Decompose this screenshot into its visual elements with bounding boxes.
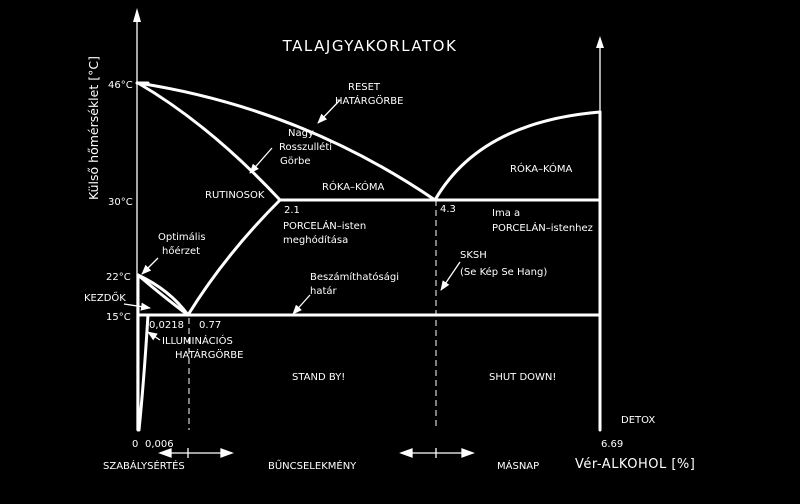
x-tick-21: 2.1: [284, 205, 300, 216]
phase-masnap: MÁSNAP: [497, 459, 539, 472]
illum-arrow: [147, 331, 161, 341]
sksh-arrow: [440, 261, 461, 291]
y-axis-label: Külső hőmérséklet [°C]: [86, 56, 101, 200]
region-roka-koma-right: RÓKA–KÓMA: [510, 162, 573, 175]
nagy-arrow: [249, 147, 273, 174]
label-sksh-1: SKSH: [460, 250, 487, 261]
right-arrow-icon: [596, 36, 604, 48]
label-reset-1: RESET: [348, 82, 381, 93]
x-tick-00218: 0,0218: [149, 320, 184, 331]
label-nagy-3: Görbe: [280, 156, 310, 167]
y-axis-arrow-icon: [133, 8, 141, 22]
region-porcelan-right-1: Ima a: [492, 208, 520, 219]
optimal-curve: [136, 273, 190, 317]
label-illum-2: HATÁRGÖRBE: [175, 348, 243, 361]
label-kezdok: KEZDŐK: [84, 290, 126, 304]
label-besz-1: Beszámíthatósági: [310, 271, 399, 283]
region-porcelan-left-2: meghódítása: [283, 234, 348, 246]
x-tick-0006: 0,006: [145, 439, 174, 450]
label-illum-1: ILLUMINÁCIÓS: [162, 334, 233, 347]
region-porcelan-right-2: PORCELÁN–istenhez: [492, 221, 593, 234]
region-rutinosok: RUTINOSOK: [205, 190, 265, 201]
bottom-left-arrow-left-icon: [158, 448, 172, 458]
x-axis-label: Vér-ALKOHOL [%]: [575, 457, 695, 472]
region-detox: DETOX: [621, 415, 655, 426]
diagram-title: TALAJGYAKORLATOK: [282, 37, 458, 55]
label-nagy-2: Rosszulléti: [279, 141, 332, 153]
label-reset-2: HATÁRGÖRBE: [335, 94, 403, 107]
bottom-left-arrow-right-icon: [220, 448, 234, 458]
bottom-mid-arrow-left-icon: [399, 448, 413, 458]
reset-boundary-curve: [136, 81, 437, 202]
label-opt-1: Optimális: [158, 231, 206, 243]
beszamithatosagi-curve: [186, 198, 282, 317]
besz-arrow: [292, 294, 311, 315]
x-tick-077: 0.77: [199, 320, 221, 331]
reset-arrow: [317, 99, 341, 124]
label-besz-2: határ: [310, 285, 338, 297]
region-shut-down: SHUT DOWN!: [489, 372, 556, 383]
bottom-mid-arrow-right-icon: [461, 448, 475, 458]
y-tick-15: 15°C: [106, 312, 131, 323]
label-opt-2: hőérzet: [162, 245, 200, 257]
region-porcelan-left-1: PORCELÁN–isten: [283, 219, 366, 232]
x-tick-669: 6.69: [601, 439, 623, 450]
phase-szabalysertes: SZABÁLYSÉRTÉS: [103, 459, 185, 472]
region-stand-by: STAND BY!: [292, 372, 345, 383]
nagy-rosszulleti-curve: [136, 81, 282, 202]
kezdok-curve: [136, 273, 190, 317]
x-tick-43: 4.3: [440, 204, 456, 215]
y-tick-30: 30°C: [108, 197, 133, 208]
opt-arrow: [141, 257, 159, 275]
illuminacios-curve: [137, 313, 150, 432]
y-tick-22: 22°C: [106, 272, 131, 283]
y-tick-46: 46°C: [108, 80, 133, 91]
label-sksh-2: (Se Kép Se Hang): [460, 266, 547, 278]
kezdok-arrow: [123, 302, 151, 311]
region-roka-koma-center: RÓKA–KÓMA: [322, 180, 385, 193]
phase-buncselekmeny: BŰNCSELEKMÉNY: [268, 458, 357, 472]
label-nagy-1: Nagy: [288, 128, 314, 139]
right-liquidus-curve: [433, 110, 602, 202]
x-tick-0: 0: [132, 439, 138, 450]
